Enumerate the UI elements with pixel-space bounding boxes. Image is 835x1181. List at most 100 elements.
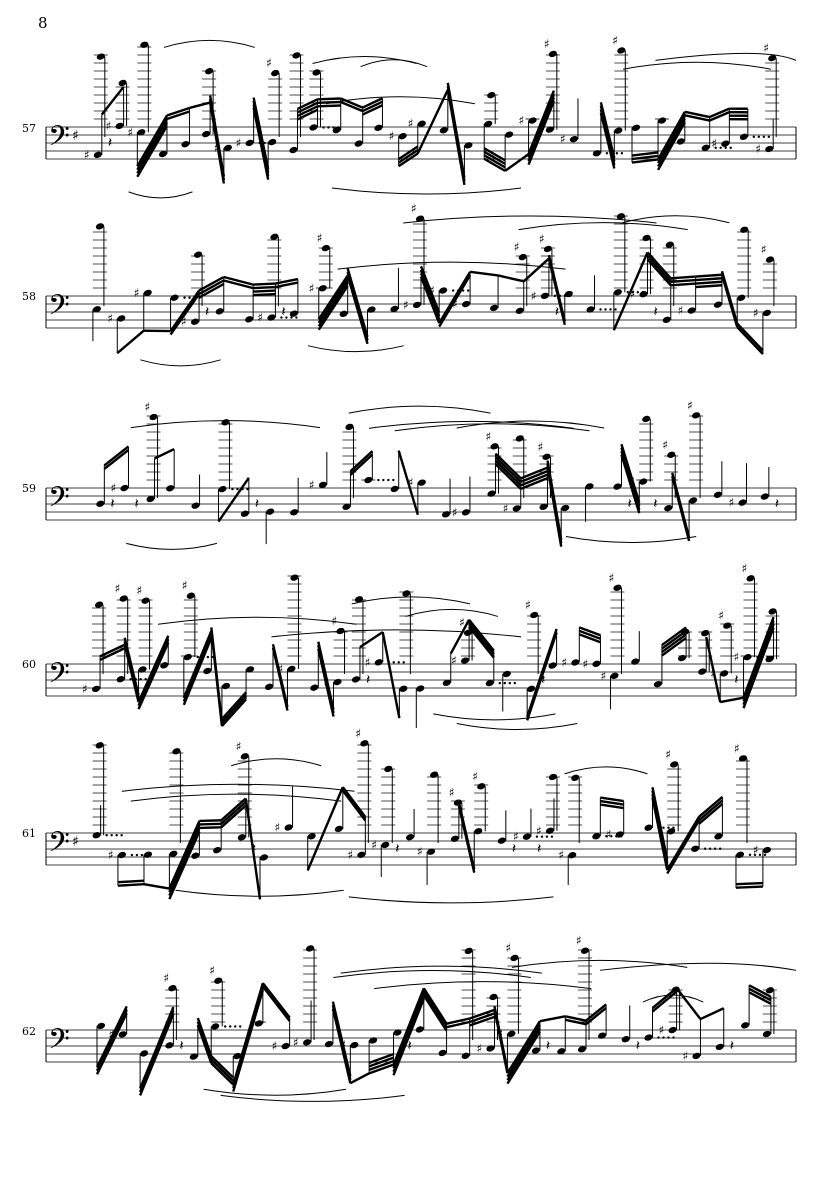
beam [136,118,168,171]
sharp-icon: ♯ [486,429,492,443]
beam [666,816,701,871]
rest-icon: 𝄽 [512,841,516,857]
notehead [644,1034,653,1041]
beam [468,625,495,659]
beam [392,998,425,1076]
beam [253,289,276,293]
sharp-icon: ♯ [403,298,409,312]
augmentation-dot [451,289,455,292]
sharp-icon: ♯ [753,306,759,320]
notehead [140,41,149,48]
beam [670,275,696,280]
sharp-icon: ♯ [145,400,151,414]
beam [168,827,201,897]
rest-icon: 𝄽 [255,496,259,512]
measure-number-61: 61 [22,827,36,840]
notehead [191,852,200,859]
augmentation-dot [140,853,144,857]
slur [368,420,574,429]
augmentation-dot [662,1036,665,1039]
sharp-icon: ♯ [309,478,315,492]
notehead [720,670,729,677]
beam [317,104,341,108]
bass-clef-icon: 𝄢 [48,1023,70,1063]
beam [253,285,276,290]
notehead [221,682,231,690]
beam [199,826,222,830]
beam [651,786,669,860]
augmentation-dot [508,681,511,685]
notehead [701,629,710,637]
rest-icon: 𝄽 [627,496,631,512]
notehead [94,601,104,608]
notehead [351,676,361,683]
sharp-icon: ♯ [449,786,455,800]
slur [157,616,357,625]
notehead [713,301,723,308]
augmentation-dot [110,834,113,837]
notehead [737,294,746,301]
sharp-icon: ♯ [459,616,465,630]
notehead [354,140,363,147]
notehead [137,129,146,136]
notehead [598,1032,607,1039]
augmentation-dot [322,126,325,129]
slur [325,96,475,105]
bass-clef-icon: 𝄢 [48,657,70,697]
beam [220,801,247,825]
beam [497,274,525,283]
notehead [333,678,342,686]
sharp-icon: ♯ [561,655,567,669]
key-sharp-icon: ♯ [72,128,79,144]
beam [698,795,724,818]
beam [670,282,696,287]
notehead [518,253,527,261]
slur [433,713,556,721]
notehead [264,683,274,690]
beam [368,1056,394,1068]
augmentation-dot [139,678,142,681]
sharp-icon: ♯ [108,848,114,862]
notehead [667,828,676,835]
notehead [631,658,640,665]
notehead [309,124,318,131]
beam [457,802,476,870]
augmentation-dot [382,478,385,482]
augmentation-dot [535,835,539,838]
beam [199,819,222,823]
augmentation-dot [130,853,134,857]
sharp-icon: ♯ [275,820,281,834]
augmentation-dot [503,681,506,685]
notehead [762,309,771,317]
rest-icon: 𝄽 [734,672,738,688]
sharp-icon: ♯ [600,669,606,683]
rest-icon: 𝄽 [636,1038,640,1054]
augmentation-dot [206,655,210,659]
beam [168,823,201,893]
beam [398,152,419,168]
beam [599,102,616,159]
beam [419,276,441,324]
notehead [143,851,153,858]
notehead [138,666,147,673]
notehead [522,833,532,840]
beam [349,453,374,476]
beam [742,620,775,702]
beam [468,622,495,655]
notehead [181,141,190,148]
augmentation-dot [753,853,757,857]
sharp-icon: ♯ [582,657,588,671]
beam [709,107,730,119]
augmentation-dot [540,835,544,838]
notehead [617,47,626,54]
beam [199,822,222,826]
slur [348,896,554,904]
beam [154,448,175,460]
sharp-icon: ♯ [476,1041,482,1055]
beam [748,987,772,1002]
rest-icon: 𝄽 [134,496,138,512]
augmentation-dot [285,316,288,319]
beam [182,633,213,702]
notehead [461,657,470,664]
beam [210,1062,235,1086]
